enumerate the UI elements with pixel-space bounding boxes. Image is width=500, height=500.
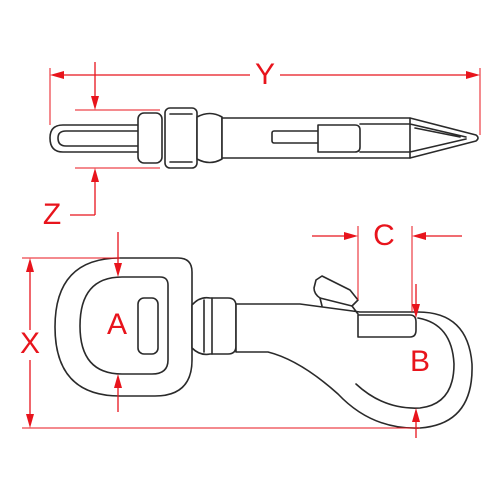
top-view-neck bbox=[196, 112, 223, 164]
bottom-view-eye-pin bbox=[137, 297, 159, 355]
bottom-view-gate-trigger bbox=[313, 275, 359, 307]
dimension-c-arrow-left bbox=[344, 232, 358, 240]
bottom-view-gate bbox=[357, 314, 417, 338]
dimension-c-label: C bbox=[373, 219, 395, 252]
dimension-z-arrow-top bbox=[91, 96, 99, 110]
top-view-swivel bbox=[164, 107, 198, 169]
dimension-a-label: A bbox=[107, 308, 127, 341]
top-view-eye-inner bbox=[57, 130, 151, 147]
dimension-x: X bbox=[20, 257, 420, 429]
bottom-view-shank-hook bbox=[235, 303, 473, 429]
dimension-x-arrow-top bbox=[26, 258, 34, 272]
dimension-b-arrow-top bbox=[412, 304, 420, 318]
dimension-y-arrow-right bbox=[466, 71, 480, 79]
dimension-a-arrow-bottom bbox=[114, 374, 122, 388]
bottom-view-swivel-detail bbox=[203, 297, 213, 355]
dimension-y-arrow-left bbox=[50, 71, 64, 79]
top-view-nose-lines bbox=[359, 117, 467, 159]
dimension-a-arrow-top bbox=[114, 263, 122, 277]
bottom-view-swivel bbox=[191, 296, 237, 356]
top-view-gate-slot bbox=[271, 130, 323, 144]
dimension-b: B bbox=[410, 284, 430, 438]
top-view-swivel-detail bbox=[169, 113, 193, 163]
top-view-collar bbox=[137, 112, 163, 164]
dimension-y-label: Y bbox=[255, 58, 275, 91]
dimension-c: C bbox=[312, 219, 462, 312]
dimension-x-label: X bbox=[20, 327, 40, 360]
dimension-b-arrow-bottom bbox=[412, 408, 420, 422]
bottom-view-hook-inner bbox=[355, 317, 455, 409]
dimension-x-arrow-bottom bbox=[26, 414, 34, 428]
dimension-z-label: Z bbox=[43, 198, 61, 231]
dimension-z-arrow-bottom bbox=[91, 168, 99, 182]
top-view-gate bbox=[317, 124, 361, 153]
bottom-view-snap-hook bbox=[54, 257, 473, 429]
dimension-c-arrow-right bbox=[412, 232, 426, 240]
dimension-a: A bbox=[107, 232, 127, 412]
dimension-z: Z bbox=[43, 62, 160, 231]
bottom-view-gate-trigger-base bbox=[319, 297, 359, 315]
top-view-snap-hook bbox=[49, 107, 479, 169]
dimension-b-label: B bbox=[410, 345, 430, 378]
dimension-y: Y bbox=[49, 58, 481, 135]
